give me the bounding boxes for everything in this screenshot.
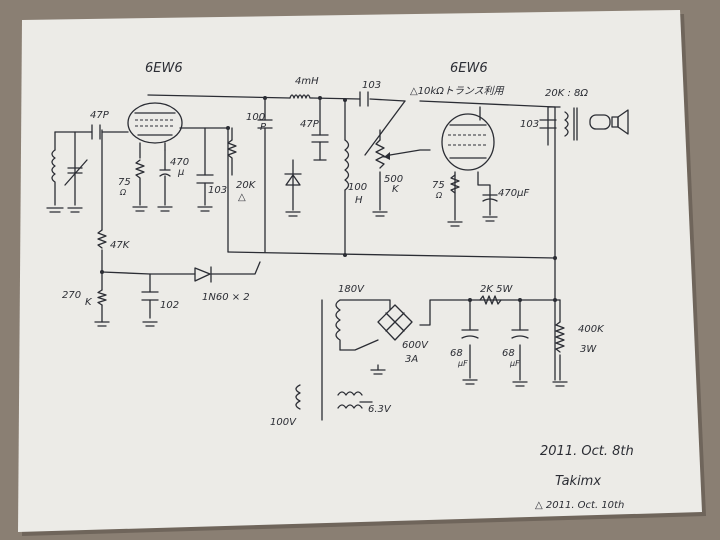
speaker-icon (589, 109, 629, 135)
label-180v: 180V (338, 284, 365, 295)
right-tube-symbol (441, 113, 495, 171)
capacitor-103-left (196, 174, 214, 184)
label-10k-note: △10kΩトランス利用 (410, 85, 505, 97)
label-75-left-unit: Ω (119, 188, 127, 197)
label-102: 102 (160, 300, 179, 311)
bridge-rectifier (339, 304, 413, 351)
resistor-2k-5w (479, 295, 502, 305)
input-coil (51, 149, 56, 206)
label-100v: 100V (270, 417, 297, 428)
label-75-right: 75 (432, 180, 445, 191)
capacitor-68uf-b (511, 329, 529, 339)
resistor-400k (555, 321, 565, 353)
date-primary: 2011. Oct. 8th (540, 444, 634, 459)
label-2k-5w: 2K 5W (480, 284, 513, 295)
label-20k: 20K (236, 180, 257, 191)
label-100h: 100 (348, 182, 367, 193)
resistor-75-right (450, 174, 460, 194)
left-tube-label: 6EW6 (145, 61, 183, 76)
label-63v: 6.3V (368, 404, 392, 415)
label-470-left-unit: μ (177, 167, 184, 178)
label-75-left: 75 (118, 177, 131, 188)
inductor-4mh (289, 94, 313, 99)
resistor-75-left (135, 159, 145, 206)
power-transformer (295, 299, 373, 410)
label-400k-w: 3W (580, 344, 597, 355)
capacitor-470uf-right (482, 194, 498, 202)
capacitor-470-left (159, 149, 171, 206)
label-47k: 47K (110, 240, 131, 251)
label-68-a: 68 (450, 348, 463, 359)
potentiometer-500k (375, 139, 391, 169)
capacitor-100p (257, 119, 273, 129)
capacitor-68uf-a (461, 329, 479, 339)
label-4mh: 4mH (295, 76, 319, 87)
label-100p: 100 (246, 112, 265, 123)
label-68-a-unit: μF (457, 359, 468, 368)
tuning-capacitor (64, 159, 88, 186)
label-400k: 400K (578, 324, 605, 335)
label-600v: 600V (402, 340, 429, 351)
detector-diode (284, 173, 302, 186)
output-transformer (539, 106, 578, 141)
author-signature: Takimx (555, 474, 601, 489)
diode-1n60 (194, 266, 212, 283)
label-3a: 3A (405, 354, 418, 365)
label-470uf: 470μF (498, 188, 529, 199)
label-270k: 270 (62, 290, 81, 301)
label-75-right-unit: Ω (435, 191, 443, 200)
label-100h-unit: H (355, 195, 363, 206)
capacitor-47p-mid (311, 134, 329, 161)
capacitor-102 (141, 291, 159, 301)
label-68-b: 68 (502, 348, 515, 359)
label-20k-triangle: △ (238, 192, 246, 203)
label-270k-unit: K (85, 297, 93, 308)
label-500k: 500 (384, 174, 403, 185)
date-revision: △ 2011. Oct. 10th (535, 500, 624, 511)
capacitor-47p-input (91, 124, 101, 140)
label-100p-unit: P (260, 122, 267, 133)
capacitor-103-top (359, 91, 369, 107)
choke-100h (344, 139, 350, 191)
label-500k-unit: K (392, 184, 400, 195)
resistor-270k (97, 289, 107, 306)
label-47p-mid: 47P (300, 119, 320, 130)
right-tube-label: 6EW6 (450, 61, 488, 76)
label-103-top: 103 (362, 80, 381, 91)
ground-symbols (46, 206, 568, 387)
label-103-left: 103 (208, 185, 227, 196)
resistor-47k (97, 229, 107, 249)
label-68-b-unit: μF (509, 359, 520, 368)
label-103-right: 103 (520, 119, 539, 130)
junction-dots (100, 96, 557, 302)
label-diode: 1N60 × 2 (202, 292, 250, 303)
label-output-20k: 20K : 8Ω (545, 88, 588, 99)
paper-sheet (18, 10, 702, 532)
note-arrow (364, 100, 406, 156)
resistor-20k (227, 139, 237, 176)
label-47p-input: 47P (90, 110, 110, 121)
label-470-left: 470 (170, 157, 189, 168)
left-tube-symbol (127, 102, 183, 159)
